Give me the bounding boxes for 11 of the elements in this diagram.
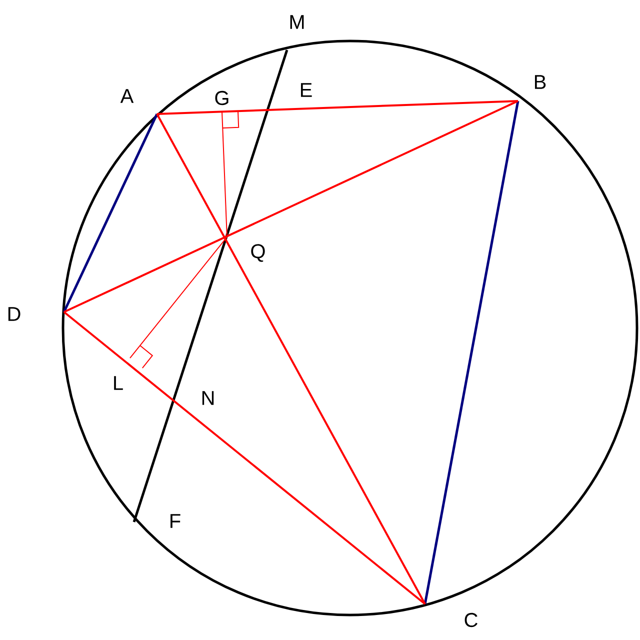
point-label: Q xyxy=(251,244,265,262)
point-label: F xyxy=(170,514,180,528)
point-label: G xyxy=(215,90,228,106)
point-label: C xyxy=(464,612,478,628)
point-label: B xyxy=(534,75,546,89)
point-label: L xyxy=(114,376,123,390)
point-label: M xyxy=(290,15,304,29)
point-label: N xyxy=(202,391,214,405)
point-label: D xyxy=(8,307,20,321)
point-label: E xyxy=(300,83,312,97)
point-label: A xyxy=(120,89,134,103)
